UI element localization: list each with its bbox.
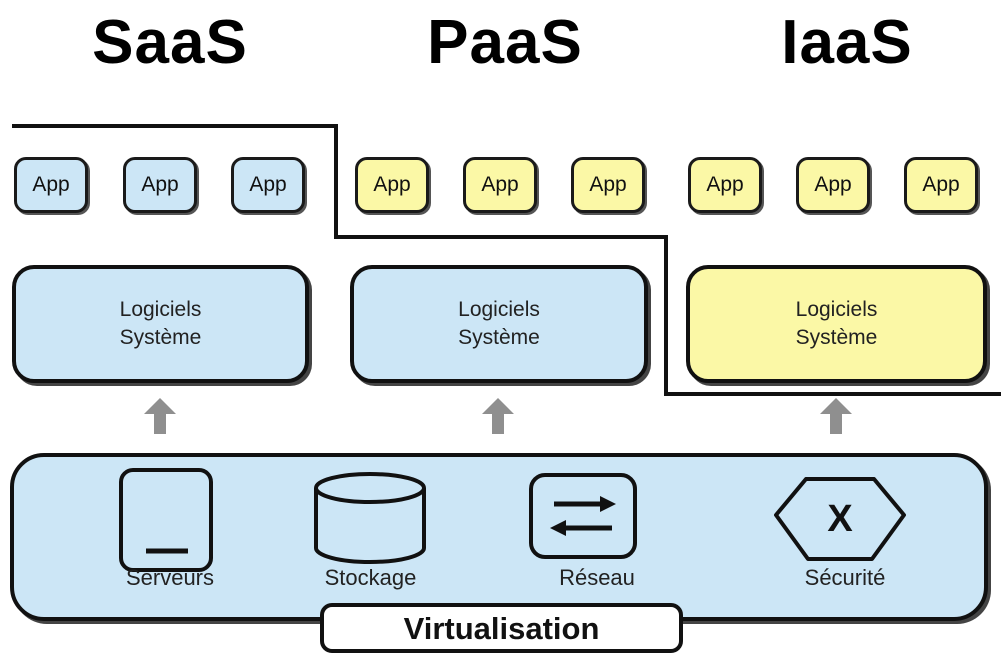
- up-arrow-icon: [482, 398, 514, 434]
- iaas-app-2: App: [796, 157, 870, 213]
- paas-software-line2: Système: [458, 326, 540, 349]
- up-arrow-icon: [820, 398, 852, 434]
- saas-app-2: App: [123, 157, 197, 213]
- heading-iaas: IaaS: [781, 8, 913, 77]
- security-pentagon-icon: X: [774, 477, 906, 561]
- paas-app-2: App: [463, 157, 537, 213]
- heading-saas: SaaS: [92, 8, 248, 77]
- virtualization-label: Virtualisation: [320, 603, 683, 653]
- saas-software-line2: Système: [119, 326, 202, 349]
- resource-label-storage: Stockage: [324, 565, 417, 590]
- heading-paas: PaaS: [427, 8, 583, 77]
- up-arrow-icon: [144, 398, 176, 434]
- iaas-software-line2: Système: [795, 326, 878, 349]
- resource-label-security: Sécurité: [804, 565, 886, 590]
- server-icon: [119, 468, 213, 572]
- iaas-system-software: Logiciels Système: [686, 265, 987, 383]
- saas-software-line1: Logiciels: [119, 298, 202, 321]
- saas-app-1: App: [14, 157, 88, 213]
- paas-system-software: Logiciels Système: [350, 265, 648, 383]
- resource-label-network: Réseau: [559, 565, 635, 590]
- paas-app-1: App: [355, 157, 429, 213]
- iaas-software-line1: Logiciels: [795, 298, 878, 321]
- iaas-app-3: App: [904, 157, 978, 213]
- iaas-app-1: App: [688, 157, 762, 213]
- saas-system-software: Logiciels Système: [12, 265, 309, 383]
- paas-app-3: App: [571, 157, 645, 213]
- paas-software-line1: Logiciels: [458, 298, 540, 321]
- security-x-glyph: X: [827, 498, 853, 540]
- network-arrows-icon: [529, 473, 637, 559]
- resource-label-servers: Serveurs: [125, 565, 215, 590]
- saas-app-3: App: [231, 157, 305, 213]
- storage-cylinder-icon: [314, 472, 426, 564]
